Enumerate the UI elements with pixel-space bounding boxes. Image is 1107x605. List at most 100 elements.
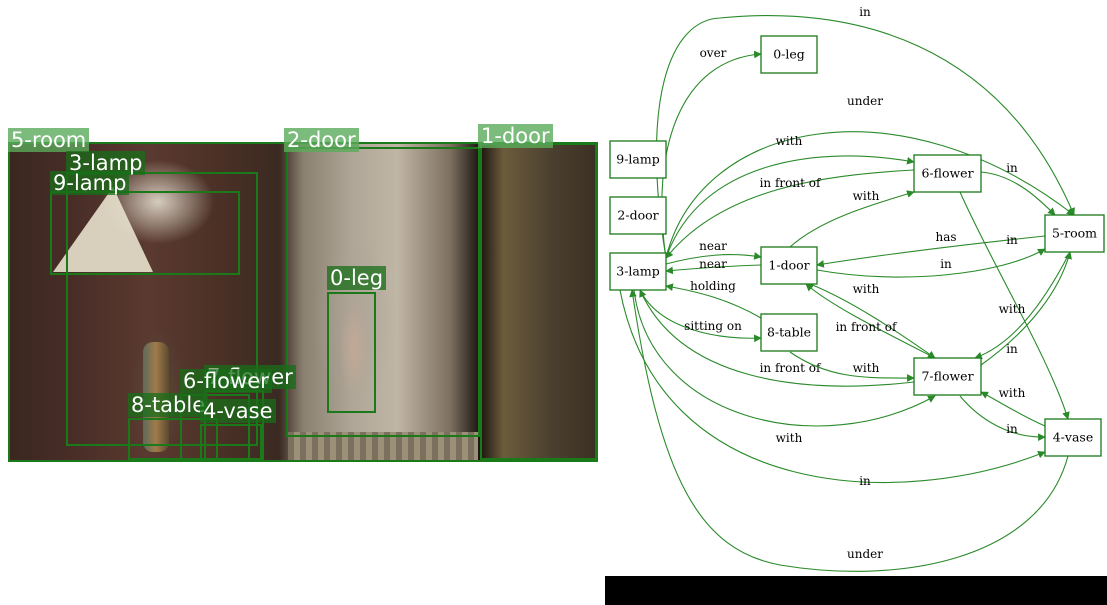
graph-edge-line: [959, 395, 1046, 442]
graph-edge-4-vase-under-3-lamp: under: [629, 289, 1069, 572]
graph-node-label: 8-table: [767, 325, 811, 340]
graph-edge-label: holding: [690, 279, 736, 293]
graph-edge-label: sitting on: [684, 319, 742, 333]
graph-node-box: [913, 357, 982, 396]
graph-edge-1-door-near-3-lamp: near: [665, 257, 762, 275]
bbox-9-lamp: [50, 191, 240, 275]
graph-node-0-leg: 0-leg: [760, 35, 818, 74]
graph-edge-3-lamp-in-5-room: in: [655, 5, 1075, 259]
graph-edge-1-door-with-6-flower: with: [789, 189, 915, 248]
graph-edge-7-flower-in-front-of-3-lamp: in front of: [639, 289, 915, 387]
graph-edge-3-lamp-over-0-leg: over: [661, 46, 762, 259]
graph-edge-5-room-in-7-flower: in: [974, 251, 1071, 360]
graph-edge-7-flower-in-4-vase: in: [959, 395, 1046, 442]
graph-edge-line: [789, 351, 915, 382]
graph-node-4-vase: 4-vase: [1044, 418, 1102, 457]
graph-edge-line: [816, 235, 1046, 268]
graph-node-label: 5-room: [1052, 226, 1097, 241]
graph-node-label: 3-lamp: [616, 264, 659, 279]
bbox-3-lamp: [66, 172, 258, 446]
graph-node-label: 0-leg: [773, 47, 805, 62]
graph-edge-label: under: [847, 547, 883, 561]
graph-edge-label: under: [847, 94, 883, 108]
graph-edge-3-lamp-with-7-flower: with: [633, 289, 936, 445]
graph-edge-label: in front of: [836, 320, 898, 334]
graph-node-3-lamp: 3-lamp: [609, 252, 667, 291]
graph-edge-line: [629, 289, 1069, 572]
graph-edge-line: [809, 283, 936, 359]
graph-node-label: 4-vase: [1053, 430, 1094, 445]
graph-node-box: [1044, 418, 1102, 457]
graph-edge-label: with: [999, 386, 1026, 400]
graph-edge-line: [805, 283, 936, 359]
bbox-label-4-vase: 4-vase: [200, 399, 276, 423]
bbox-2-door: [286, 147, 480, 437]
graph-edge-8-table-holding-3-lamp: holding: [665, 279, 762, 319]
graph-node-8-table: 8-table: [760, 313, 818, 352]
graph-node-label: 9-lamp: [616, 152, 659, 167]
graph-edge-line: [633, 289, 936, 427]
graph-edge-label: with: [999, 302, 1026, 316]
graph-edge-8-table-with-7-flower: with: [789, 351, 915, 382]
graph-edge-line: [980, 171, 1056, 216]
bbox-label-2-door: 2-door: [284, 128, 359, 152]
graph-edge-label: with: [853, 282, 880, 296]
graph-edge-label: in: [940, 257, 952, 271]
graph-edge-6-flower-in-front-of-3-lamp: in front of: [665, 169, 915, 259]
graph-edge-7-flower-with-5-room: with: [980, 251, 1072, 366]
graph-edge-line: [980, 391, 1046, 427]
graph-edge-3-lamp-sitting-on-8-table: sitting on: [639, 289, 762, 343]
graph-edge-line: [665, 169, 915, 259]
graph-node-7-flower: 7-flower: [913, 357, 982, 396]
graph-edge-6-flower-in-5-room: in: [980, 161, 1056, 216]
graph-node-label: 1-door: [768, 258, 809, 273]
person-silhouette: [334, 282, 374, 412]
graph-edge-3-lamp-with-6-flower: with: [665, 134, 915, 259]
graph-edge-line: [980, 251, 1072, 366]
graph-edge-label: in: [1006, 161, 1018, 175]
graph-edge-label: with: [853, 361, 880, 375]
graph-edge-label: in front of: [760, 176, 822, 190]
graph-edge-6-flower-in-4-vase: in: [959, 191, 1070, 420]
graph-node-5-room: 5-room: [1044, 214, 1105, 253]
graph-edge-label: in: [859, 474, 871, 488]
graph-edge-line: [619, 289, 1046, 484]
graph-edge-line: [665, 155, 915, 259]
bbox-4-vase: [200, 424, 262, 460]
graph-edge-1-door-with-7-flower: with: [809, 282, 936, 359]
bbox-label-6-flower: 6-flower: [180, 369, 272, 393]
graph-node-box: [913, 154, 982, 193]
graph-node-box: [760, 313, 818, 352]
graph-node-label: 6-flower: [921, 166, 973, 181]
graph-node-2-door: 2-door: [609, 196, 667, 235]
graph-node-box: [1044, 214, 1105, 253]
graph-edge-line: [665, 264, 762, 275]
graph-edge-label: over: [700, 46, 727, 60]
graph-edge-label: in: [1006, 342, 1018, 356]
graph-edge-4-vase-with-7-flower: with: [980, 386, 1046, 427]
bbox-label-0-leg: 0-leg: [327, 266, 387, 290]
graph-edge-label: near: [699, 239, 727, 253]
graph-edge-label: in: [859, 5, 871, 19]
graph-edge-line: [974, 251, 1071, 360]
graph-edge-label: with: [776, 431, 803, 445]
graph-edge-line: [665, 252, 762, 265]
lampshade: [53, 187, 153, 272]
graph-edge-line: [789, 190, 915, 248]
graph-node-box: [760, 35, 818, 74]
graph-node-box: [609, 252, 667, 291]
graph-edge-line: [959, 191, 1070, 420]
graph-edge-line: [816, 248, 1046, 278]
bottom-black-bar: [605, 576, 1107, 605]
graph-edge-3-lamp-under-5-room: under: [665, 94, 1075, 259]
graph-node-6-flower: 6-flower: [913, 154, 982, 193]
graph-node-box: [609, 140, 667, 179]
bbox-label-9-lamp: 9-lamp: [50, 171, 130, 195]
bbox-0-leg: [327, 292, 376, 413]
graph-edge-1-door-in-5-room: in: [816, 248, 1046, 278]
bbox-label-1-door: 1-door: [478, 124, 553, 148]
graph-edge-line: [665, 283, 762, 319]
bbox-label-5-room: 5-room: [8, 128, 90, 152]
graph-node-label: 2-door: [617, 208, 658, 223]
